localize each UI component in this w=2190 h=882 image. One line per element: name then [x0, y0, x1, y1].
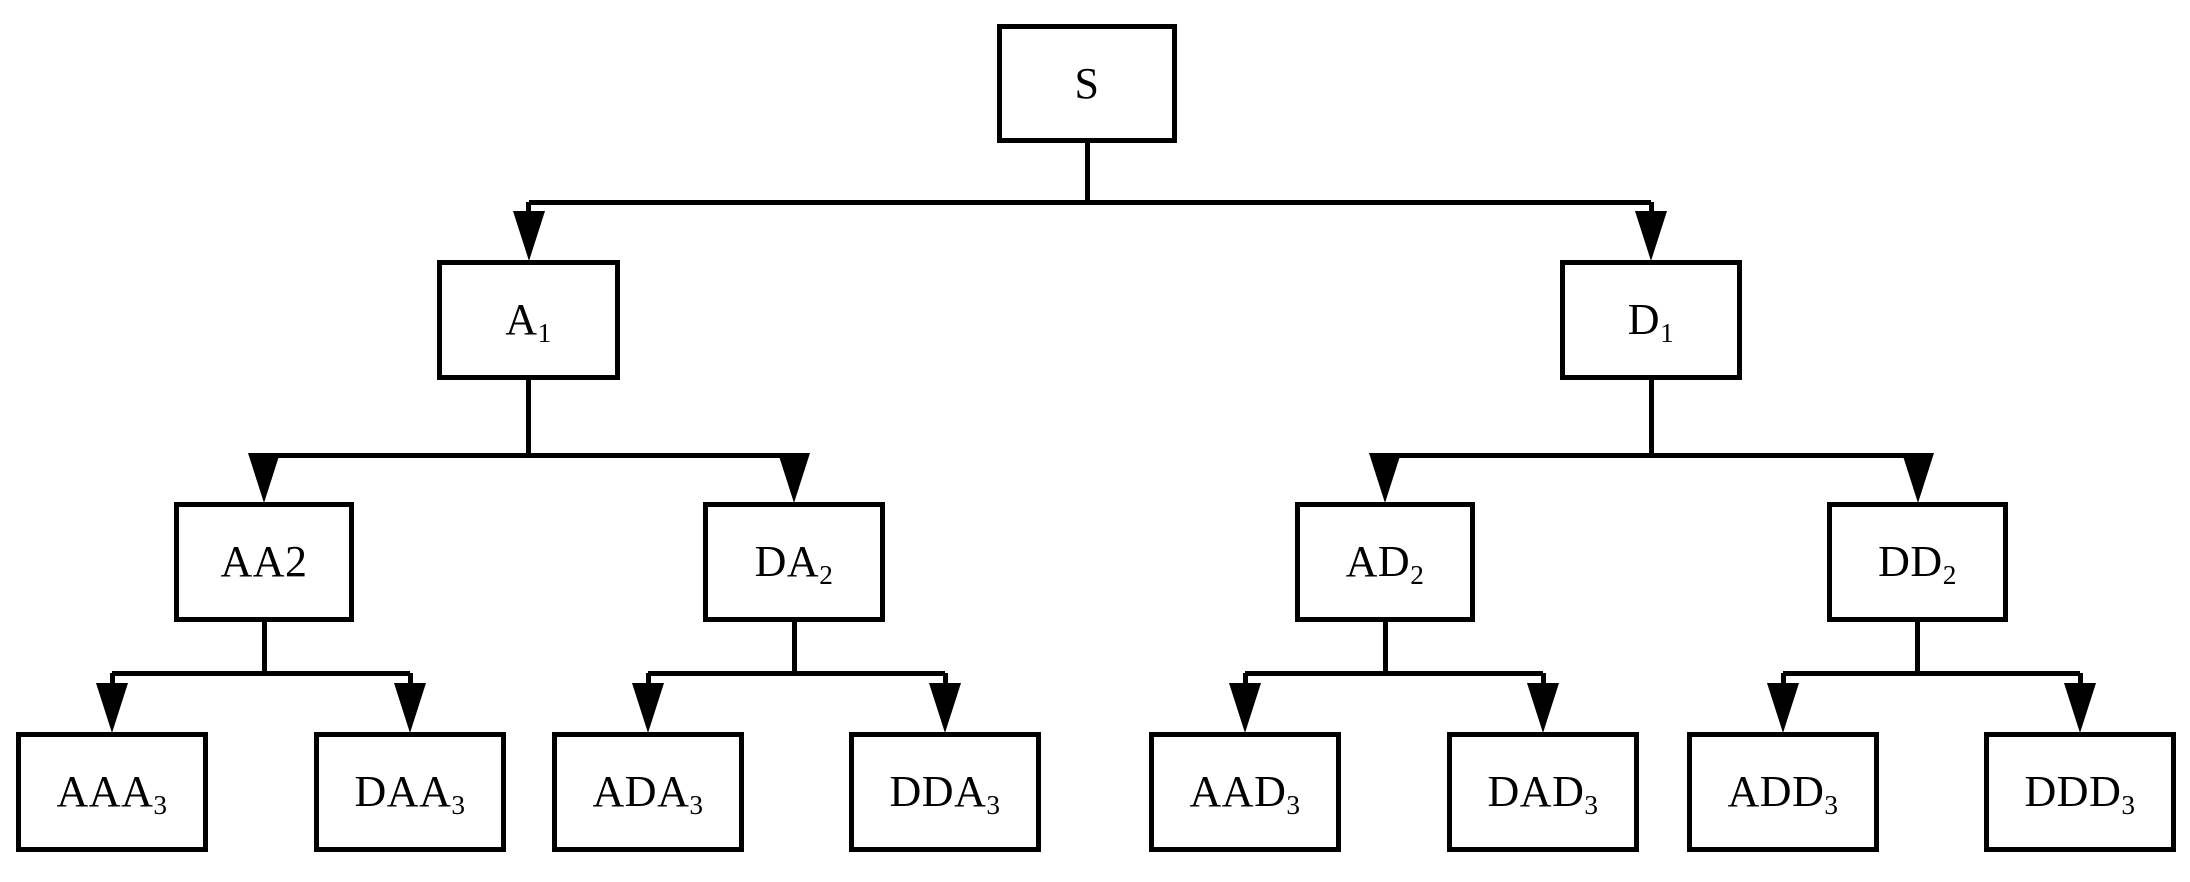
tree-node-aaa3[interactable]: AAA3 — [16, 732, 208, 852]
edge-arrowhead-icon — [248, 453, 280, 503]
edge-arrowhead-icon — [778, 453, 810, 503]
node-index: 1 — [537, 317, 552, 348]
node-symbol: DD — [1878, 537, 1943, 586]
node-index: 3 — [1286, 789, 1301, 820]
tree-node-label: AD2 — [1345, 537, 1425, 589]
edge-stem-s — [1084, 143, 1090, 202]
node-symbol: ADD — [1727, 767, 1825, 816]
node-symbol: DDD — [2024, 767, 2122, 816]
tree-node-d1[interactable]: D1 — [1560, 260, 1742, 380]
edge-bus-d1 — [1385, 452, 1918, 458]
node-symbol: D — [1627, 295, 1661, 344]
tree-node-aa2[interactable]: AA2 — [174, 502, 354, 622]
edge-arrowhead-icon — [1635, 211, 1667, 261]
edge-drop-add3 — [1780, 673, 1786, 684]
edge-arrowhead-icon — [929, 683, 961, 733]
node-symbol: ADA — [592, 767, 690, 816]
tree-node-a1[interactable]: A1 — [437, 260, 620, 380]
node-index: 3 — [986, 789, 1001, 820]
edge-drop-daa3 — [407, 673, 413, 684]
edge-drop-ada3 — [645, 673, 651, 684]
node-index: 2 — [1410, 559, 1425, 590]
tree-node-label: ADA3 — [592, 767, 704, 819]
node-index: 2 — [819, 559, 834, 590]
tree-node-label: AAA3 — [56, 767, 168, 819]
edge-stem-dd2 — [1915, 622, 1920, 673]
edge-arrowhead-icon — [96, 683, 128, 733]
tree-node-label: DAA3 — [354, 767, 466, 819]
edge-stem-aa2 — [261, 622, 267, 673]
tree-node-label: DAD3 — [1487, 767, 1599, 819]
tree-node-label: ADD3 — [1727, 767, 1839, 819]
node-symbol: AA — [220, 537, 286, 586]
tree-node-label: D1 — [1627, 295, 1674, 347]
edge-arrowhead-icon — [512, 211, 545, 261]
edge-bus-s — [528, 199, 1651, 205]
edge-bus-a1 — [264, 452, 794, 458]
edge-arrowhead-icon — [1767, 683, 1799, 733]
edge-drop-d1 — [1648, 202, 1654, 212]
edge-arrowhead-icon — [1369, 453, 1401, 503]
tree-node-da2[interactable]: DA2 — [703, 502, 885, 622]
edge-arrowhead-icon — [1527, 683, 1559, 733]
node-index: 3 — [2121, 789, 2136, 820]
tree-node-dda3[interactable]: DDA3 — [849, 732, 1041, 852]
edge-drop-ddd3 — [2077, 673, 2083, 684]
tree-node-ad2[interactable]: AD2 — [1295, 502, 1475, 622]
edge-stem-d1 — [1648, 380, 1654, 455]
edge-arrowhead-icon — [394, 683, 426, 733]
node-symbol: AD — [1345, 537, 1411, 586]
edge-arrowhead-icon — [1229, 683, 1261, 733]
node-symbol: AAA — [56, 767, 154, 816]
tree-node-label: DA2 — [754, 537, 834, 589]
edge-bus-aa2 — [112, 670, 410, 676]
node-index: 2 — [1942, 559, 1957, 590]
edge-arrowhead-icon — [632, 683, 664, 733]
tree-node-ddd3[interactable]: DDD3 — [1984, 732, 2176, 852]
node-symbol: DAA — [354, 767, 452, 816]
node-index: 3 — [689, 789, 704, 820]
edge-drop-aad3 — [1242, 673, 1248, 684]
tree-node-dad3[interactable]: DAD3 — [1447, 732, 1639, 852]
node-symbol: DDA — [889, 767, 987, 816]
edge-stem-a1 — [526, 380, 531, 455]
edge-arrowhead-icon — [1901, 453, 1934, 503]
node-index: 1 — [1660, 317, 1675, 348]
edge-drop-dad3 — [1540, 673, 1546, 684]
edge-drop-aaa3 — [109, 673, 115, 684]
node-index: 3 — [1824, 789, 1839, 820]
edge-bus-dd2 — [1783, 670, 2080, 676]
node-index: 2 — [285, 537, 308, 586]
edge-stem-ad2 — [1382, 622, 1388, 673]
tree-node-label: DDA3 — [889, 767, 1001, 819]
tree-node-s[interactable]: S — [997, 24, 1177, 143]
node-index: 3 — [451, 789, 466, 820]
edge-arrowhead-icon — [2064, 683, 2096, 733]
edge-bus-ad2 — [1245, 670, 1543, 676]
node-index: 3 — [1584, 789, 1599, 820]
edge-drop-dda3 — [942, 673, 948, 684]
tree-node-ada3[interactable]: ADA3 — [552, 732, 744, 852]
tree-node-label: AAD3 — [1189, 767, 1301, 819]
node-symbol: AAD — [1189, 767, 1287, 816]
tree-node-label: S — [1074, 58, 1100, 108]
edge-drop-a1 — [526, 202, 531, 212]
edge-stem-da2 — [791, 622, 797, 673]
edge-bus-da2 — [648, 670, 945, 676]
tree-node-label: DDD3 — [2024, 767, 2136, 819]
node-index: 3 — [153, 789, 168, 820]
tree-node-dd2[interactable]: DD2 — [1827, 502, 2008, 622]
tree-node-label: AA2 — [220, 540, 307, 584]
tree-node-label: A1 — [505, 295, 551, 347]
node-symbol: DAD — [1487, 767, 1585, 816]
tree-node-aad3[interactable]: AAD3 — [1149, 732, 1341, 852]
tree-node-label: DD2 — [1878, 537, 1957, 589]
node-symbol: A — [505, 295, 538, 344]
node-symbol: S — [1074, 58, 1100, 108]
node-symbol: DA — [754, 537, 820, 586]
tree-node-daa3[interactable]: DAA3 — [314, 732, 506, 852]
tree-node-add3[interactable]: ADD3 — [1687, 732, 1879, 852]
